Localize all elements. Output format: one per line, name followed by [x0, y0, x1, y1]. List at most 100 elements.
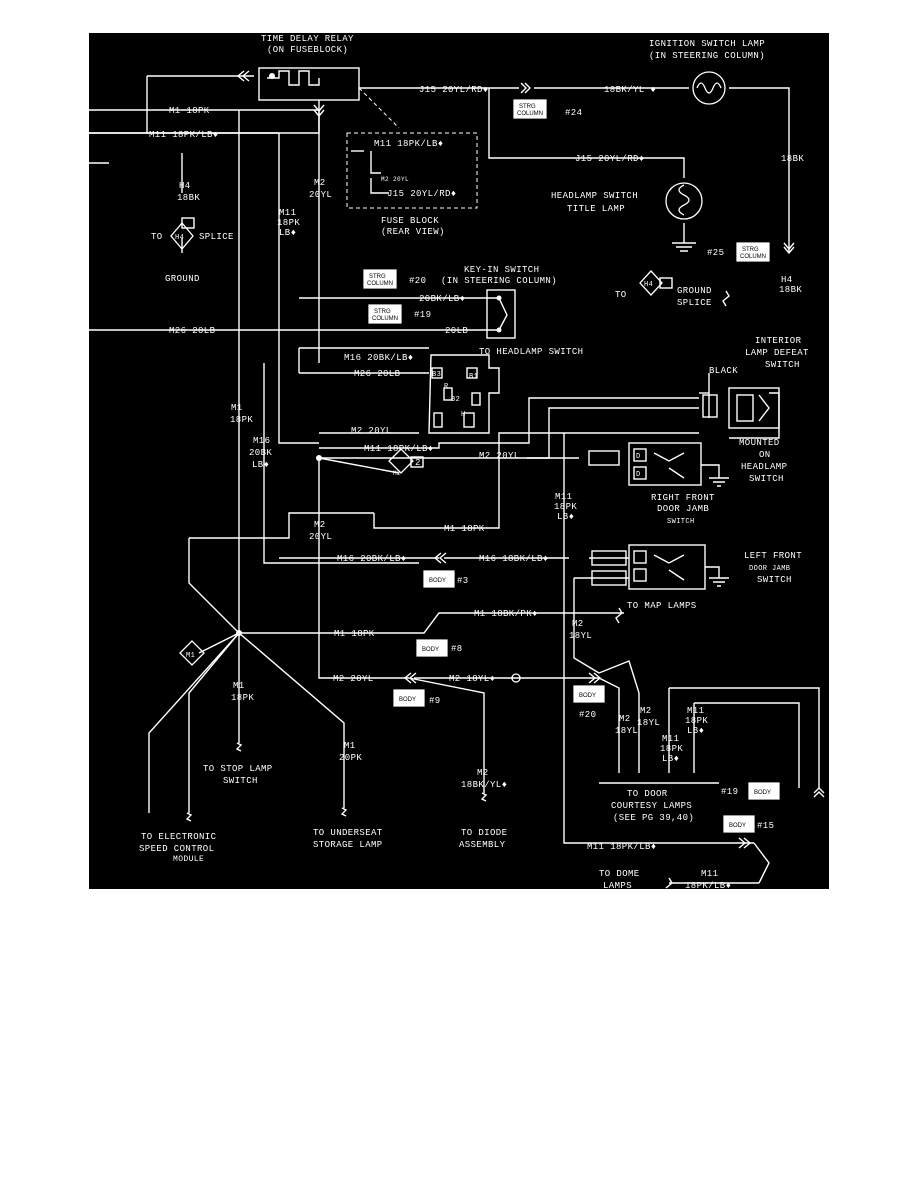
ref-label: SPLICE [199, 232, 234, 242]
to-courtesy-label: COURTESY LAMPS [611, 801, 692, 811]
wire-label: M2 [572, 619, 584, 629]
connector-chevrons [236, 70, 825, 849]
wire-label: M11 18PK/LB♦ [149, 130, 219, 140]
wire-label: M26 20LB [169, 326, 216, 336]
wire-label: J15 20YL/RD♦ [419, 85, 489, 95]
body-9: BODY [393, 689, 425, 707]
wire-label: M2 20YL [351, 426, 392, 436]
strg-label: STRG [742, 247, 759, 253]
to-underseat-label: TO UNDERSEAT [313, 828, 383, 838]
wire-layer [89, 67, 820, 884]
to-courtesy-label: TO DOOR [627, 789, 668, 799]
wire-label: 20PK [339, 753, 362, 763]
fuse-block-outline [346, 132, 478, 209]
rf-switch-label: SWITCH [667, 518, 695, 526]
ref-label: B3 [432, 371, 441, 379]
title-lamp-icon [665, 182, 703, 220]
body-20: BODY [573, 685, 605, 703]
wiring-diagram: STRG COLUMN STRG COLUMN STRG COLUMN STRG… [89, 33, 829, 889]
wire-label: M1 18BK/PK♦ [474, 609, 538, 619]
relay-title: TIME DELAY RELAY [261, 34, 354, 44]
ref-label: D [636, 471, 641, 479]
wire-label: M2 20YL [479, 451, 520, 461]
column-label: COLUMN [517, 111, 543, 117]
mounted-label: ON [759, 450, 771, 460]
wire-label: 18BK/YL ♦ [604, 85, 656, 95]
wire-label: 18BK [781, 154, 804, 164]
ref-label: H4 [644, 281, 653, 289]
ref-label: SPLICE [677, 298, 712, 308]
to-dome-label: LAMPS [603, 881, 632, 889]
body-label: BODY [579, 693, 596, 699]
wire-label: M1 18PK [444, 524, 485, 534]
h4-ground-splice-connector [639, 270, 673, 296]
ref-label: #8 [451, 644, 463, 654]
rf-switch-label: DOOR JAMB [657, 504, 709, 514]
lf-switch-label: SWITCH [757, 575, 792, 585]
wire-label: M1 [231, 403, 243, 413]
wire-label: 18PK [685, 716, 708, 726]
interior-lamp-defeat-switch-icon [702, 387, 780, 429]
labels: TIME DELAY RELAY (ON FUSEBLOCK) IGNITION… [139, 34, 809, 889]
wire-label: M2 [314, 178, 326, 188]
to-diode-label: TO DIODE [461, 828, 507, 838]
body-label: BODY [422, 647, 439, 653]
defeat-switch-label: INTERIOR [755, 336, 802, 346]
ignition-switch-lamp-icon [692, 71, 726, 105]
break-mark [722, 290, 730, 307]
to-diode-label: ASSEMBLY [459, 840, 506, 850]
right-front-door-jamb-switch-icon [588, 448, 685, 480]
wire-label: M11 [555, 492, 572, 502]
ignition-subtitle: (IN STEERING COLUMN) [649, 51, 765, 61]
wire-label: 18BK/YL♦ [461, 780, 507, 790]
lf-switch-label: LEFT FRONT [744, 551, 802, 561]
wire-label: M11 [687, 706, 704, 716]
ref-label: R [444, 383, 449, 391]
left-front-door-jamb-switch-icon [591, 550, 685, 586]
ref-label: H4 [175, 234, 184, 242]
break-mark [340, 807, 348, 817]
wiring-diagram-svg: STRG COLUMN STRG COLUMN STRG COLUMN STRG… [89, 34, 825, 889]
column-label: COLUMN [740, 254, 766, 260]
to-courtesy-label: (SEE PG 39,40) [613, 813, 694, 823]
key-in-switch-label: (IN STEERING COLUMN) [441, 276, 557, 286]
relay-subtitle: (ON FUSEBLOCK) [267, 45, 348, 55]
to-stop-lamp-label: TO STOP LAMP [203, 764, 273, 774]
to-stop-lamp-label: SWITCH [223, 776, 258, 786]
ref-label: B1 [469, 373, 478, 381]
fuse-block-subtitle: (REAR VIEW) [381, 227, 445, 237]
ref-label: #24 [565, 108, 582, 118]
wire-label: 20BK [249, 448, 272, 458]
ref-label: #9 [429, 696, 441, 706]
to-map-lamps-label: TO MAP LAMPS [627, 601, 697, 611]
wire-label: M1 [233, 681, 245, 691]
wire-label: M11 [701, 869, 718, 879]
to-underseat-label: STORAGE LAMP [313, 840, 383, 850]
wire-label: M2 [619, 714, 631, 724]
to-headlamp-switch-label: TO HEADLAMP SWITCH [479, 347, 583, 357]
wire-label: M16 [253, 436, 270, 446]
strg-column-19: STRG COLUMN [368, 304, 402, 324]
ref-label: #15 [757, 821, 774, 831]
wire-label: M2 20YL [381, 176, 409, 183]
black-label: BLACK [709, 366, 738, 376]
key-in-switch-icon [496, 295, 508, 333]
wire-label: 20BK/LB♦ [419, 294, 465, 304]
body-19: BODY [748, 782, 780, 800]
wire-label: M2 20YL [333, 674, 374, 684]
h4-splice-connector [170, 217, 195, 251]
ref-label: TO [615, 290, 627, 300]
strg-label: STRG [369, 274, 386, 280]
wire-label: 18BK [177, 193, 200, 203]
wire-label: 18YL [637, 718, 660, 728]
mounted-label: HEADLAMP [741, 462, 787, 472]
to-esc-label: SPEED CONTROL [139, 844, 214, 854]
ref-label: #19 [414, 310, 431, 320]
wire-label: 18YL [615, 726, 638, 736]
break-mark [665, 877, 673, 889]
mounted-label: SWITCH [749, 474, 784, 484]
rf-switch-label: RIGHT FRONT [651, 493, 715, 503]
m1-splice-connector [179, 640, 205, 666]
wire-label: M2 [640, 706, 652, 716]
strg-label: STRG [374, 309, 391, 315]
